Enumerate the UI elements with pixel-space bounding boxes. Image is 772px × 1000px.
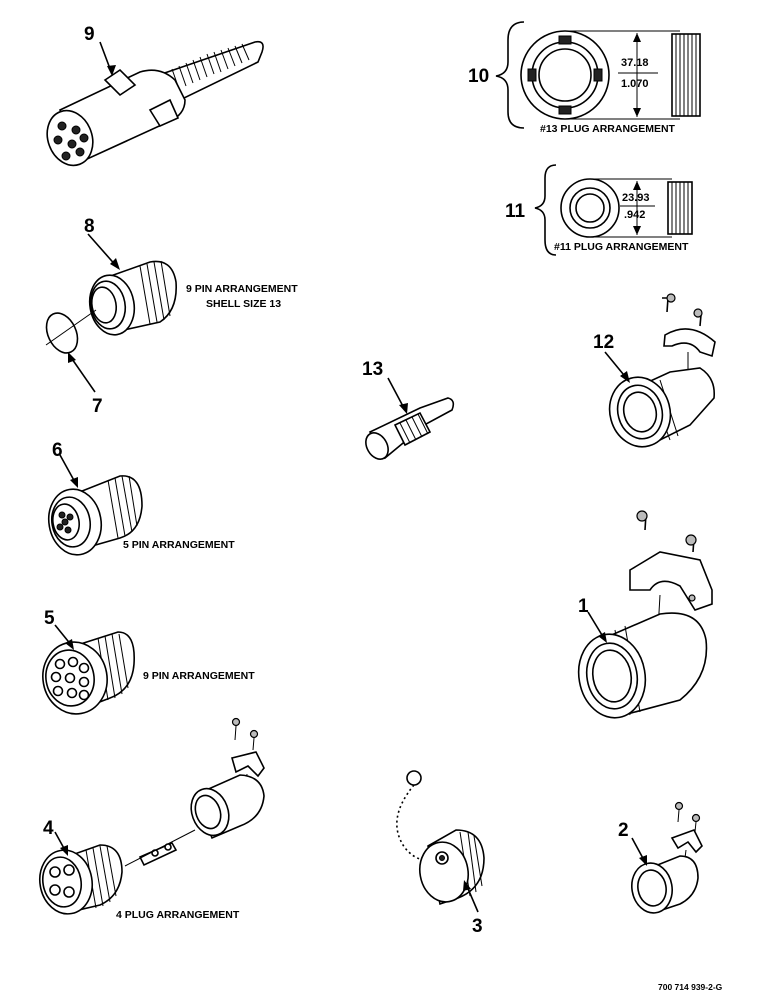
shell-size-label: SHELL SIZE 13 <box>206 298 281 310</box>
plug13-arrangement-label: #13 PLUG ARRANGEMENT <box>540 123 676 135</box>
connector-9-drawing <box>46 40 264 167</box>
callout-3: 3 <box>472 916 483 937</box>
backshell-12-drawing <box>604 293 716 448</box>
callout-4: 4 <box>43 818 54 839</box>
plug11-arrangement-label: #11 PLUG ARRANGEMENT <box>554 241 689 253</box>
plug-5-drawing <box>42 624 135 715</box>
callout-9: 9 <box>84 24 95 45</box>
receptacle-8-drawing <box>45 233 177 393</box>
dimension-13-metric: 37.18 <box>621 57 649 69</box>
plug13-drawing <box>495 21 701 129</box>
dimension-11-inch: .942 <box>624 209 645 221</box>
callout-11: 11 <box>505 201 526 222</box>
callout-6: 6 <box>52 440 63 461</box>
figure-id: 700 714 939-2-G <box>658 982 723 992</box>
callout-5: 5 <box>44 608 55 629</box>
contact-13-drawing <box>365 377 455 460</box>
nine-pin-arrangement-label-2: 9 PIN ARRANGEMENT <box>143 670 255 682</box>
receptacle-6-drawing <box>47 454 143 556</box>
callout-8: 8 <box>84 216 95 237</box>
nine-pin-arrangement-label: 9 PIN ARRANGEMENT <box>186 283 298 295</box>
plug-4-drawing <box>38 717 265 915</box>
backshell-1-drawing <box>577 510 713 719</box>
backshell-2-drawing <box>631 801 703 914</box>
callout-13: 13 <box>362 359 383 380</box>
callout-1: 1 <box>578 596 589 617</box>
five-pin-arrangement-label: 5 PIN ARRANGEMENT <box>123 539 235 551</box>
dimension-13-inch: 1.070 <box>621 78 649 90</box>
four-plug-arrangement-label: 4 PLUG ARRANGEMENT <box>116 909 240 921</box>
dimension-11-metric: 23.93 <box>622 192 650 204</box>
dust-cap-3-drawing <box>396 770 485 913</box>
plug11-drawing <box>534 164 693 256</box>
callout-12: 12 <box>593 332 614 353</box>
callout-10: 10 <box>468 66 489 87</box>
callout-7: 7 <box>92 396 103 417</box>
callout-2: 2 <box>618 820 629 841</box>
